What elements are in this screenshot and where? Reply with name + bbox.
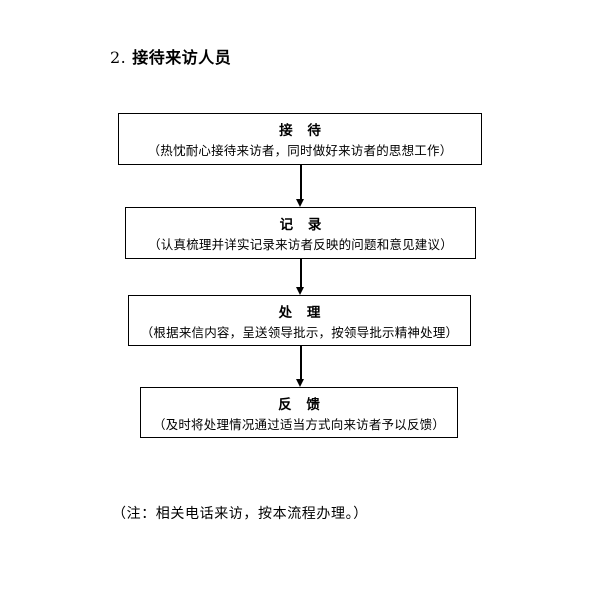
flow-node-title: 反 馈 [278,397,325,413]
arrow-head [296,287,304,295]
arrow-shaft [299,165,302,200]
flow-node-reception: 接 待 （热忱耐心接待来访者，同时做好来访者的思想工作） [118,113,482,165]
flow-node-handling: 处 理 （根据来信内容，呈送领导批示，按领导批示精神处理） [128,295,471,346]
flow-node-description: （热忱耐心接待来访者，同时做好来访者的思想工作） [147,143,453,158]
section-title-text: 接待来访人员 [132,48,232,67]
flow-node-feedback: 反 馈 （及时将处理情况通过适当方式向来访者予以反馈） [140,387,458,438]
arrow-down-icon [296,346,305,387]
page-title: 2. 接待来访人员 [110,46,231,70]
flow-node-title: 记 录 [279,217,327,233]
flow-node-title: 处 理 [278,305,326,321]
footnote: （注：相关电话来访，按本流程办理。） [112,506,368,522]
flow-node-description: （及时将处理情况通过适当方式向来访者予以反馈） [152,417,446,432]
arrow-head [296,379,304,387]
flow-node-title: 接 待 [279,123,326,139]
arrow-shaft [299,346,302,380]
flow-node-description: （认真梳理并详实记录来访者反映的问题和意见建议） [148,237,453,252]
arrow-down-icon [296,165,305,207]
arrow-head [296,199,304,207]
flowchart: 接 待 （热忱耐心接待来访者，同时做好来访者的思想工作） 记 录 （认真梳理并详… [118,113,482,438]
flow-node-record: 记 录 （认真梳理并详实记录来访者反映的问题和意见建议） [125,207,476,259]
arrow-down-icon [296,259,305,295]
section-number: 2. [110,48,127,67]
arrow-shaft [299,259,302,288]
flow-node-description: （根据来信内容，呈送领导批示，按领导批示精神处理） [140,325,459,340]
